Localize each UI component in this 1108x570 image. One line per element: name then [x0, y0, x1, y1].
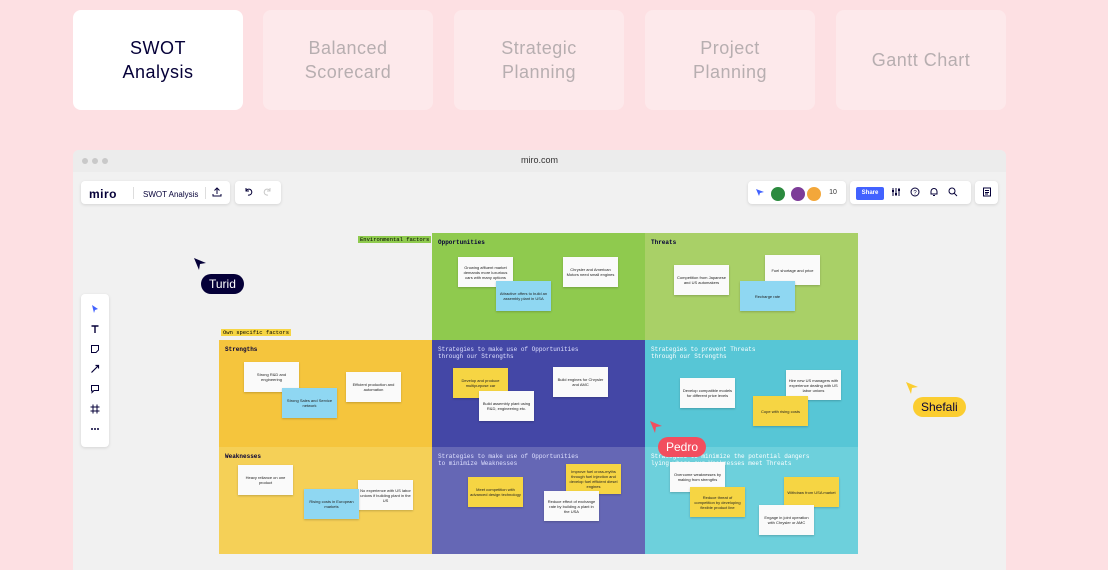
sticky-note[interactable]: No experience with US labor unions if bu… — [358, 480, 413, 510]
cell-st-strategies[interactable]: Strategies to prevent Threats through ou… — [645, 340, 858, 447]
cell-so-strategies[interactable]: Strategies to make use of Opportunities … — [432, 340, 645, 447]
upload-icon[interactable] — [211, 187, 223, 201]
cursor-follow-icon[interactable] — [754, 187, 766, 201]
cursor-label-pedro: Pedro — [658, 437, 707, 457]
avatar[interactable] — [770, 186, 786, 202]
window-close-dot[interactable] — [82, 158, 88, 164]
sticky-note[interactable]: Improve fuel cross-myths through fuel in… — [566, 464, 621, 494]
cell-wo-strategies[interactable]: Strategies to make use of Opportunities … — [432, 447, 645, 554]
cell-opportunities[interactable]: Opportunities Growing affluent market de… — [432, 233, 645, 340]
cell-threats[interactable]: Threats Fuel shortage and price Competit… — [645, 233, 858, 340]
own-specific-factors-label[interactable]: Own specific factors — [221, 329, 292, 336]
avatar[interactable] — [806, 186, 822, 202]
cell-title: Opportunities — [438, 239, 485, 246]
select-icon[interactable] — [89, 304, 101, 316]
share-button[interactable]: Share — [856, 187, 884, 200]
comment-icon[interactable] — [89, 384, 101, 396]
sticky-note[interactable]: Recharge rate — [740, 281, 795, 311]
cell-title: Weaknesses — [225, 453, 262, 460]
cursor-label-turid: Turid — [201, 274, 244, 294]
cursor-label-shefali: Shefali — [913, 397, 966, 417]
help-icon[interactable]: ? — [909, 187, 921, 201]
divider — [205, 187, 206, 199]
notes-icon[interactable] — [981, 187, 993, 201]
browser-window: miro.com miro SWOT Analysis 10 Share — [73, 150, 1006, 570]
cell-title: Strategies to make use of Opportunities … — [438, 453, 579, 467]
sticky-note[interactable]: Growing affluent market demands more lux… — [458, 257, 513, 287]
cursor-arrow-icon — [905, 381, 919, 400]
sticky-note[interactable]: Rising costs in European markets — [304, 489, 359, 519]
collaborators-group: 10 — [748, 181, 846, 204]
avatar[interactable] — [790, 186, 806, 202]
miro-logo[interactable]: miro — [89, 187, 118, 201]
sticky-note[interactable]: Fuel shortage and price — [765, 255, 820, 285]
line-icon[interactable] — [89, 364, 101, 376]
cell-wt-strategies[interactable]: Strategies to minimize the potential dan… — [645, 447, 858, 554]
redo-icon[interactable] — [261, 187, 273, 201]
svg-text:?: ? — [913, 191, 917, 197]
undo-redo-group — [235, 181, 281, 204]
cell-title: Strengths — [225, 346, 258, 353]
sticky-note[interactable]: Strong R&D and engineering — [244, 362, 299, 392]
bell-icon[interactable] — [928, 187, 940, 201]
actions-group: Share ? — [850, 181, 971, 204]
cell-weaknesses[interactable]: Weaknesses Heavy reliance on one product… — [219, 447, 432, 554]
undo-icon[interactable] — [243, 187, 255, 201]
sticky-note[interactable]: Engage in joint operation with Chrysler … — [759, 505, 814, 535]
text-icon[interactable] — [89, 324, 101, 336]
tab-strategic-planning[interactable]: Strategic Planning — [454, 10, 624, 110]
tools-panel — [81, 294, 109, 447]
collaborator-count[interactable]: 10 — [829, 189, 837, 196]
sticky-note[interactable]: Chrysler and American Motors need small … — [563, 257, 618, 287]
sticky-note[interactable]: Competition from Japanese and US automak… — [674, 265, 729, 295]
sticky-note[interactable]: Efficient production and automation — [346, 372, 401, 402]
cell-title: Strategies to make use of Opportunities … — [438, 346, 579, 360]
settings-icon[interactable] — [890, 187, 902, 201]
sticky-note[interactable]: Build engines for Chrysler and AMC — [553, 367, 608, 397]
window-maximize-dot[interactable] — [102, 158, 108, 164]
board-name[interactable]: SWOT Analysis — [143, 190, 199, 199]
frame-icon[interactable] — [89, 404, 101, 416]
search-icon[interactable] — [947, 187, 959, 201]
divider — [133, 187, 134, 199]
tab-gantt-chart[interactable]: Gantt Chart — [836, 10, 1006, 110]
sticky-note[interactable]: Heavy reliance on one product — [238, 465, 293, 495]
tab-swot-analysis[interactable]: SWOT Analysis — [73, 10, 243, 110]
cell-strengths[interactable]: Strengths Strong R&D and engineering Eff… — [219, 340, 432, 447]
sticky-note[interactable]: Develop compatible models for different … — [680, 378, 735, 408]
sticky-note[interactable]: Meet competition with advanced design te… — [468, 477, 523, 507]
tab-project-planning[interactable]: Project Planning — [645, 10, 815, 110]
board-toolbar: miro SWOT Analysis — [81, 181, 230, 204]
window-minimize-dot[interactable] — [92, 158, 98, 164]
browser-url: miro.com — [520, 155, 558, 165]
sticky-note-icon[interactable] — [89, 344, 101, 356]
cursor-arrow-icon — [649, 420, 663, 439]
sticky-note[interactable]: Attractive offers to build an assembly p… — [496, 281, 551, 311]
cell-title: Strategies to prevent Threats through ou… — [651, 346, 756, 360]
sticky-note[interactable]: Reduce effect of exchange rate by buildi… — [544, 491, 599, 521]
browser-titlebar: miro.com — [73, 150, 1006, 172]
sticky-note[interactable]: Reduce threat of competition by developi… — [690, 487, 745, 517]
sticky-note[interactable]: Hire new US managers with experience dea… — [786, 370, 841, 400]
sticky-note[interactable]: Withdraw from USA market — [784, 477, 839, 507]
tab-balanced-scorecard[interactable]: Balanced Scorecard — [263, 10, 433, 110]
more-icon[interactable] — [89, 424, 101, 436]
environmental-factors-label[interactable]: Environmental factors — [358, 236, 432, 243]
cursor-arrow-icon — [193, 257, 207, 276]
notes-group — [975, 181, 998, 204]
sticky-note[interactable]: Strong Sales and Service network — [282, 388, 337, 418]
sticky-note[interactable]: Cope with rising costs — [753, 396, 808, 426]
sticky-note[interactable]: Build assembly plant using R&D, engineer… — [479, 391, 534, 421]
cell-title: Threats — [651, 239, 677, 246]
